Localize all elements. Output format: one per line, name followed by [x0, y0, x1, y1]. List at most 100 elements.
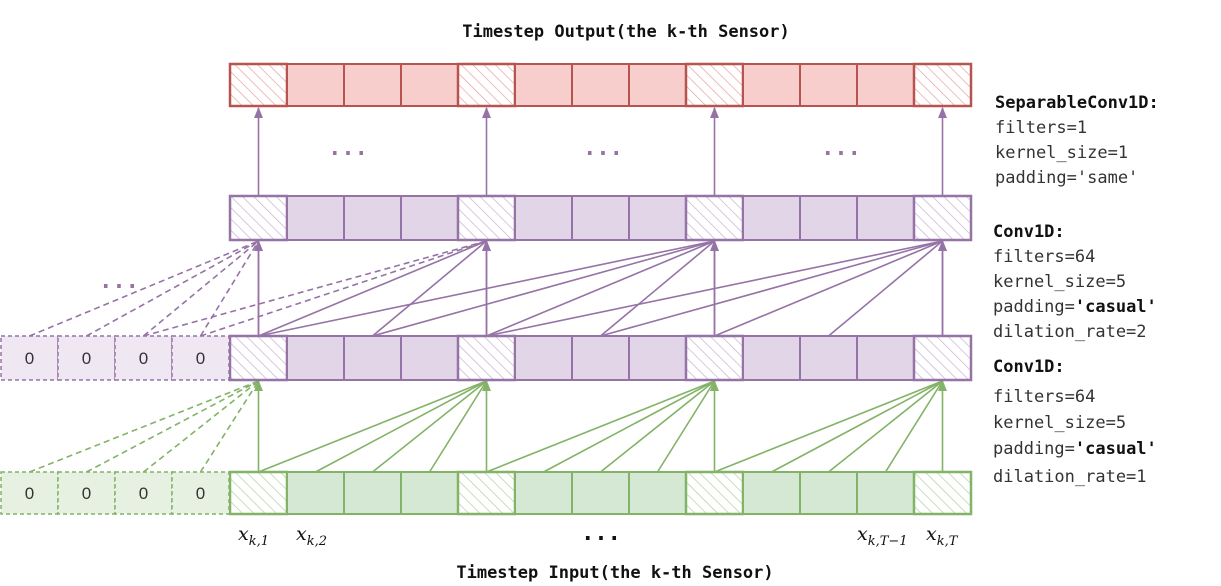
dilated-pad-link-a-4: [199, 240, 260, 337]
hidden-upper-cell-8: [628, 195, 687, 241]
output-cell-8: [628, 63, 687, 107]
input-pad-value-4: 0: [196, 484, 205, 503]
base-link-19: [771, 380, 943, 473]
bottom-title: Timestep Input(the k-th Sensor): [456, 563, 773, 583]
dilated-conv-kernel: kernel_size=5: [993, 272, 1126, 292]
input-label-x2: xk,2: [296, 523, 327, 549]
hidden-lower-cell-8: [628, 335, 687, 381]
hidden-lower-cell-11: [799, 335, 858, 381]
input-ellipsis: ...: [581, 521, 621, 546]
hidden-upper-cell-5: [456, 194, 517, 242]
output-cell-11: [799, 63, 858, 107]
hidden-upper-cell-6: [514, 195, 573, 241]
dilated-link-7: [371, 240, 488, 337]
input-cell-9: [684, 470, 745, 516]
output-cell-9: [684, 62, 745, 108]
dilated-pad-link-a-1: [29, 240, 259, 337]
output-ellipsis-2: ...: [583, 136, 623, 161]
base-conv-annotation: Conv1D: filters=64 kernel_size=5 padding…: [993, 357, 1157, 487]
output-cell-6: [514, 63, 573, 107]
hidden-upper-cell-3: [343, 195, 402, 241]
input-cell-12: [856, 471, 915, 515]
hidden-lower-cell-1: [228, 334, 289, 382]
top-title: Timestep Output(the k-th Sensor): [462, 22, 790, 42]
base-pad-link-2: [86, 380, 259, 473]
input-pad-value-1: 0: [25, 484, 34, 503]
dilated-link-8: [258, 240, 487, 337]
hidden-pad-cell-2: [57, 335, 116, 381]
base-link-12: [656, 380, 716, 473]
hidden-lower-cell-9: [684, 334, 745, 382]
base-conv-connections: [29, 379, 947, 473]
output-ellipsis-3: ...: [821, 136, 861, 161]
dilated-link-12: [599, 240, 716, 337]
dilated-conv-annotation: Conv1D: filters=64 kernel_size=5 padding…: [993, 222, 1157, 342]
input-pad-cell-1: [0, 471, 59, 515]
left-ellipsis: ...: [99, 269, 139, 294]
input-cell-13: [912, 470, 973, 516]
hidden-pad-cell-3: [114, 335, 173, 381]
hidden-lower-cell-6: [514, 335, 573, 381]
hidden-lower-cell-13: [912, 334, 973, 382]
dilated-link-18: [714, 240, 943, 337]
hidden-lower-cell-2: [286, 335, 345, 381]
base-link-17: [884, 380, 944, 473]
hidden-pad-value-2: 0: [82, 349, 91, 368]
dilated-conv-padding: padding='casual': [993, 297, 1157, 317]
base-conv-dilation: dilation_rate=1: [993, 467, 1147, 487]
base-link-9: [315, 380, 487, 473]
hidden-upper-cell-13: [912, 194, 973, 242]
dilated-link-17: [827, 240, 944, 337]
input-cell-5: [456, 470, 517, 516]
hidden-lower-cell-5: [456, 334, 517, 382]
input-label-xT-minus-1: xk,T−1: [857, 523, 908, 549]
dilated-conv-connections: [29, 239, 947, 337]
hidden-upper-cell-9: [684, 194, 745, 242]
separable-head: SeparableConv1D:: [995, 93, 1159, 113]
hidden-upper-cell-11: [799, 195, 858, 241]
hidden-pad-value-3: 0: [139, 349, 148, 368]
output-cell-4: [400, 63, 459, 107]
output-row: [228, 62, 973, 108]
dilated-pad-link-b-1: [143, 240, 487, 337]
input-cell-10: [742, 471, 801, 515]
base-conv-head: Conv1D:: [993, 357, 1065, 377]
separable-conv-annotation: SeparableConv1D: filters=1 kernel_size=1…: [995, 93, 1159, 188]
input-pad-value-2: 0: [82, 484, 91, 503]
dilated-conv-dilation: dilation_rate=2: [993, 322, 1147, 342]
dilated-conv-head: Conv1D:: [993, 222, 1065, 242]
base-conv-filters: filters=64: [993, 387, 1095, 407]
input-cell-11: [799, 471, 858, 515]
base-link-8: [372, 380, 487, 473]
output-cell-1: [228, 62, 289, 108]
dilated-pad-link-a-3: [142, 240, 260, 337]
dilated-pad-link-b-2: [200, 240, 487, 337]
output-cell-7: [571, 63, 630, 107]
hidden-pad-value-4: 0: [196, 349, 205, 368]
hidden-upper-cell-7: [571, 195, 630, 241]
output-cell-13: [912, 62, 973, 108]
hidden-pad-cell-4: [171, 335, 230, 381]
dilated-conv-filters: filters=64: [993, 247, 1095, 267]
input-cell-6: [514, 471, 573, 515]
base-link-18: [828, 380, 943, 473]
separable-kernel: kernel_size=1: [995, 143, 1128, 163]
base-pad-link-1: [29, 380, 259, 473]
separable-filters: filters=1: [995, 118, 1087, 138]
base-link-14: [543, 380, 715, 473]
input-pad-cell-3: [114, 471, 173, 515]
base-link-15: [486, 380, 715, 473]
output-cell-2: [286, 63, 345, 107]
hidden-row-lower: [228, 334, 973, 382]
input-cell-8: [628, 471, 687, 515]
input-row: [228, 470, 973, 516]
base-pad-link-3: [143, 380, 259, 473]
dilated-link-13: [486, 240, 715, 337]
base-conv-padding: padding='casual': [993, 439, 1157, 459]
dilated-pad-link-a-2: [86, 240, 259, 337]
base-link-13: [600, 380, 715, 473]
input-cell-2: [286, 471, 345, 515]
